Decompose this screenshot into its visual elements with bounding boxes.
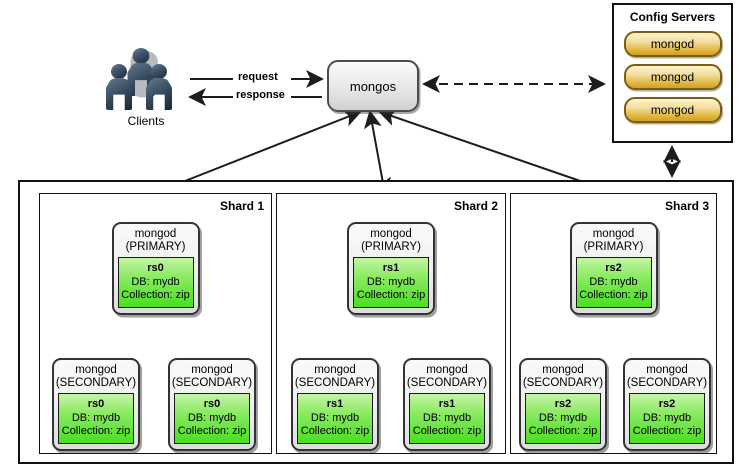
node-role: (SECONDARY): [626, 377, 708, 389]
mongod-node-primary[interactable]: mongod (PRIMARY) rs2 DB: mydb Collection…: [569, 222, 658, 315]
collection-name: Collection: zip: [300, 425, 370, 437]
node-process: mongod: [370, 228, 412, 240]
node-role: (SECONDARY): [406, 377, 488, 389]
node-body: rs0 DB: mydb Collection: zip: [174, 393, 250, 444]
node-body: rs0 DB: mydb Collection: zip: [58, 393, 134, 444]
response-label: response: [233, 89, 288, 101]
mongod-node-secondary[interactable]: mongod (SECONDARY) rs1 DB: mydb Collecti…: [291, 358, 379, 451]
database-name: DB: mydb: [422, 411, 472, 424]
collection-name: Collection: zip: [177, 425, 247, 437]
node-role: (SECONDARY): [55, 377, 137, 389]
collection-name: Collection: zip: [121, 289, 190, 301]
node-role: (SECONDARY): [522, 377, 604, 389]
config-server-label: mongod: [650, 37, 695, 51]
node-process: mongod: [646, 364, 688, 376]
config-server-node[interactable]: mongod: [623, 31, 722, 57]
config-server-label: mongod: [650, 70, 695, 84]
collection-name: Collection: zip: [579, 289, 648, 301]
mongod-node-secondary[interactable]: mongod (SECONDARY) rs0 DB: mydb Collecti…: [168, 358, 256, 451]
node-body: rs1 DB: mydb Collection: zip: [409, 393, 485, 444]
node-title: mongod (PRIMARY): [114, 224, 198, 257]
mongos-router-node[interactable]: mongos: [327, 60, 419, 112]
replica-set-name: rs0: [203, 398, 221, 410]
node-body: rs2 DB: mydb Collection: zip: [629, 393, 705, 444]
mongod-node-secondary[interactable]: mongod (SECONDARY) rs2 DB: mydb Collecti…: [623, 358, 711, 451]
shard-label: Shard 3: [664, 199, 709, 213]
config-server-node[interactable]: mongod: [623, 97, 722, 123]
mongod-node-secondary[interactable]: mongod (SECONDARY) rs1 DB: mydb Collecti…: [403, 358, 491, 451]
database-name: DB: mydb: [187, 411, 237, 424]
node-body: rs1 DB: mydb Collection: zip: [353, 257, 429, 308]
node-title: mongod (PRIMARY): [572, 224, 656, 257]
database-name: DB: mydb: [589, 275, 638, 288]
mongod-node-primary[interactable]: mongod (PRIMARY) rs1 DB: mydb Collection…: [347, 222, 435, 315]
node-title: mongod (SECONDARY): [170, 360, 254, 393]
node-title: mongod (SECONDARY): [54, 360, 138, 393]
replica-set-name: rs0: [147, 262, 164, 274]
collection-name: Collection: zip: [356, 289, 426, 301]
replica-set-name: rs2: [658, 398, 676, 410]
shard-box-1: Shard 1 mongod (PRIMARY) rs0 DB: mydb Co…: [39, 193, 272, 454]
node-role: (PRIMARY): [125, 241, 186, 253]
node-process: mongod: [542, 364, 584, 376]
node-process: mongod: [314, 364, 356, 376]
shard-box-3: Shard 3 mongod (PRIMARY) rs2 DB: mydb Co…: [510, 193, 717, 454]
request-label: request: [235, 71, 281, 83]
node-role: (PRIMARY): [583, 241, 644, 253]
shard-box-2: Shard 2 mongod (PRIMARY) rs1 DB: mydb Co…: [276, 193, 506, 454]
node-body: rs2 DB: mydb Collection: zip: [525, 393, 601, 444]
collection-name: Collection: zip: [528, 425, 598, 437]
mongod-node-primary[interactable]: mongod (PRIMARY) rs0 DB: mydb Collection…: [111, 222, 200, 315]
node-title: mongod (PRIMARY): [349, 224, 433, 257]
node-body: rs1 DB: mydb Collection: zip: [297, 393, 373, 444]
database-name: DB: mydb: [642, 411, 692, 424]
database-name: DB: mydb: [538, 411, 588, 424]
clients-label: Clients: [127, 114, 165, 128]
node-process: mongod: [592, 228, 635, 240]
node-role: (PRIMARY): [361, 241, 421, 253]
replica-set-name: rs1: [438, 398, 456, 410]
node-title: mongod (SECONDARY): [625, 360, 709, 393]
replica-set-name: rs1: [326, 398, 344, 410]
node-title: mongod (SECONDARY): [521, 360, 605, 393]
database-name: DB: mydb: [131, 275, 180, 288]
collection-name: Collection: zip: [632, 425, 702, 437]
clients-group: Clients: [100, 48, 192, 134]
config-server-label: mongod: [650, 103, 695, 117]
collection-name: Collection: zip: [61, 425, 131, 437]
mongod-node-secondary[interactable]: mongod (SECONDARY) rs0 DB: mydb Collecti…: [52, 358, 140, 451]
node-body: rs2 DB: mydb Collection: zip: [575, 257, 652, 308]
config-servers-title: Config Servers: [629, 10, 716, 24]
collection-name: Collection: zip: [412, 425, 482, 437]
mongod-node-secondary[interactable]: mongod (SECONDARY) rs2 DB: mydb Collecti…: [519, 358, 607, 451]
config-servers-box: Config Servers mongod mongod mongod: [612, 3, 733, 143]
shards-container: Shard 1 mongod (PRIMARY) rs0 DB: mydb Co…: [18, 180, 734, 464]
database-name: DB: mydb: [366, 275, 416, 288]
database-name: DB: mydb: [310, 411, 360, 424]
node-process: mongod: [191, 364, 233, 376]
node-process: mongod: [75, 364, 117, 376]
node-title: mongod (SECONDARY): [293, 360, 377, 393]
node-process: mongod: [134, 228, 177, 240]
shard-label: Shard 2: [453, 199, 498, 213]
node-role: (SECONDARY): [294, 377, 376, 389]
node-process: mongod: [426, 364, 468, 376]
replica-set-name: rs0: [87, 398, 105, 410]
config-server-node[interactable]: mongod: [623, 64, 722, 90]
node-role: (SECONDARY): [171, 377, 253, 389]
mongos-label: mongos: [349, 78, 397, 94]
replica-set-name: rs2: [554, 398, 572, 410]
shard-label: Shard 1: [219, 199, 264, 213]
database-name: DB: mydb: [71, 411, 121, 424]
replica-set-name: rs1: [382, 262, 400, 274]
replica-set-name: rs2: [605, 262, 622, 274]
node-body: rs0 DB: mydb Collection: zip: [117, 257, 194, 308]
node-title: mongod (SECONDARY): [405, 360, 489, 393]
